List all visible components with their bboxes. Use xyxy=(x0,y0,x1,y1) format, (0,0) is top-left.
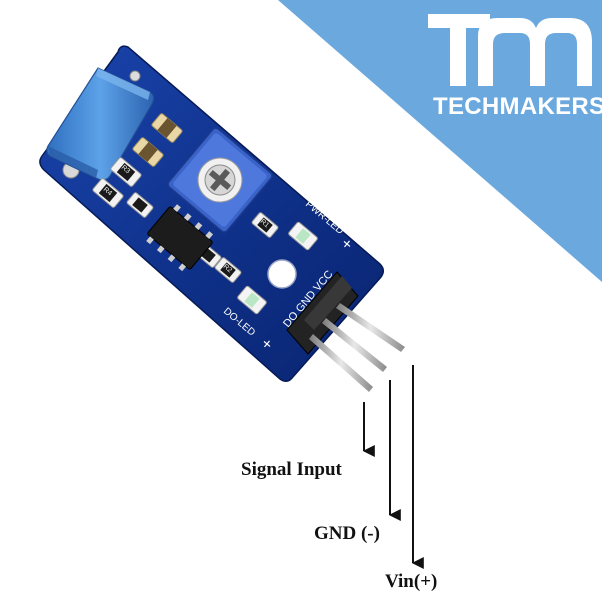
comparator-ic xyxy=(146,204,214,272)
vin-label: Vin(+) xyxy=(385,571,438,592)
pin-header xyxy=(286,271,405,392)
resistor-label-r3: R3 xyxy=(120,164,131,175)
brand-name: TECHMAKERS xyxy=(433,93,602,120)
resistor-label-r2: R2 xyxy=(222,263,233,274)
brand-banner xyxy=(278,0,602,282)
pin-vcc xyxy=(336,303,405,352)
trimmer-potentiometer xyxy=(167,127,273,233)
pwr-led xyxy=(288,221,318,251)
pin-gnd xyxy=(322,318,387,372)
wiring-arrows xyxy=(362,365,424,569)
sensor-module: PWR-LED + DO-LED + DO GND VCC R1 R2 R3 R… xyxy=(39,45,405,392)
do-led xyxy=(237,285,267,315)
pin-do xyxy=(309,334,373,392)
signal-input-label: Signal Input xyxy=(241,459,342,480)
resistor-label-r4: R4 xyxy=(102,186,113,197)
tilt-switch xyxy=(46,67,155,181)
mount-hole-icon xyxy=(267,259,297,289)
gnd-label: GND (-) xyxy=(314,523,380,544)
tm-logo-icon xyxy=(428,14,592,86)
resistor-label-r1: R1 xyxy=(259,218,270,229)
